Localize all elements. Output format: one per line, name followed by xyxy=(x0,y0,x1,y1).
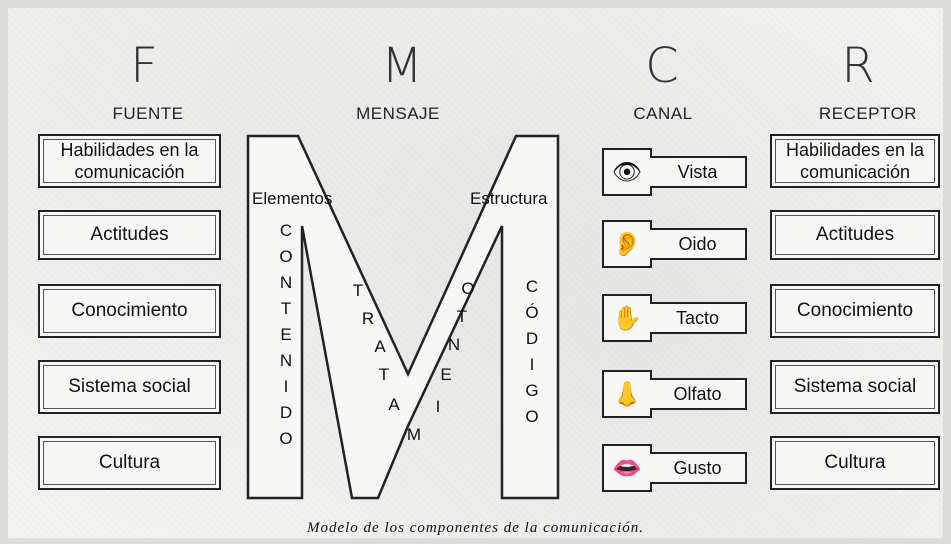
figure-caption: Modelo de los componentes de la comunica… xyxy=(306,520,644,536)
fuente-label-habilidades: Habilidades en la comunicación xyxy=(60,140,199,182)
tratamiento-letter: N xyxy=(448,335,460,354)
canal-item-oido: 👂Oido xyxy=(602,220,747,268)
receptor-box-cultura: Cultura xyxy=(770,436,940,490)
tratamiento-letter: T xyxy=(457,307,467,326)
contenido-letter: T xyxy=(281,299,291,318)
ear-icon: 👂 xyxy=(602,220,652,268)
receptor-label-habilidades: Habilidades en la comunicación xyxy=(785,140,925,182)
canal-item-olfato: 👃Olfato xyxy=(602,370,747,418)
tratamiento-letter: A xyxy=(388,395,400,414)
canal-item-vista: 👁Vista xyxy=(602,148,747,196)
tratamiento-letter: I xyxy=(436,397,441,416)
receptor-label-conocimiento: Conocimiento xyxy=(796,300,914,321)
fuente-box-habilidades: Habilidades en la comunicación xyxy=(38,134,221,188)
header-canal: CANAL xyxy=(633,104,693,123)
contenido-letter: C xyxy=(280,221,292,240)
codigo-letter: Ó xyxy=(525,303,538,322)
fuente-box-sistema-social: Sistema social xyxy=(38,360,221,414)
contenido-letter: N xyxy=(280,351,292,370)
canal-label: Oido xyxy=(650,228,747,260)
canal-label: Tacto xyxy=(650,302,747,334)
codigo-letter: O xyxy=(525,407,538,426)
header-mensaje: MENSAJE xyxy=(356,104,440,123)
receptor-label-cultura: Cultura xyxy=(824,452,886,473)
receptor-label-sistema-social: Sistema social xyxy=(793,376,917,397)
codigo-letter: I xyxy=(530,355,535,374)
tratamiento-letter: M xyxy=(407,425,421,444)
header-receptor: RECEPTOR xyxy=(818,104,918,123)
receptor-box-conocimiento: Conocimiento xyxy=(770,284,940,338)
contenido-letter: N xyxy=(280,273,292,292)
fuente-box-actitudes: Actitudes xyxy=(38,210,221,260)
contenido-letter: O xyxy=(279,429,292,448)
fuente-label-conocimiento: Conocimiento xyxy=(71,300,188,321)
header-fuente: FUENTE xyxy=(112,104,184,123)
canal-item-gusto: 👄Gusto xyxy=(602,444,747,492)
letter-f: F xyxy=(130,38,158,94)
contenido-letter: D xyxy=(280,403,292,422)
receptor-label-actitudes: Actitudes xyxy=(815,224,895,245)
fuente-box-conocimiento: Conocimiento xyxy=(38,284,221,338)
letter-c: C xyxy=(645,38,679,94)
canal-item-tacto: ✋Tacto xyxy=(602,294,747,342)
canal-label: Vista xyxy=(650,156,747,188)
letter-r: R xyxy=(841,38,875,94)
codigo-letter: C xyxy=(526,277,538,296)
fuente-label-sistema-social: Sistema social xyxy=(68,376,191,397)
codigo-letter: D xyxy=(526,329,538,348)
mensaje-elementos: Elementos xyxy=(252,189,332,208)
receptor-box-actitudes: Actitudes xyxy=(770,210,940,260)
fuente-label-cultura: Cultura xyxy=(98,452,161,473)
receptor-box-habilidades: Habilidades en la comunicación xyxy=(770,134,940,188)
canal-label: Olfato xyxy=(650,378,747,410)
tratamiento-letter: E xyxy=(440,365,451,384)
letter-m: M xyxy=(381,38,423,94)
tratamiento-letter: R xyxy=(362,309,374,328)
fuente-box-cultura: Cultura xyxy=(38,436,221,490)
codigo-letter: G xyxy=(525,381,538,400)
mensaje-estructura: Estructura xyxy=(470,189,548,208)
tratamiento-letter: T xyxy=(379,365,389,384)
fuente-label-actitudes: Actitudes xyxy=(90,224,169,245)
tratamiento-letter: O xyxy=(461,279,474,298)
eye-icon: 👁 xyxy=(602,148,652,196)
contenido-letter: I xyxy=(284,377,289,396)
tratamiento-letter: T xyxy=(353,281,363,300)
contenido-letter: O xyxy=(279,247,292,266)
nose-icon: 👃 xyxy=(602,370,652,418)
mouth-icon: 👄 xyxy=(602,444,652,492)
tratamiento-letter: A xyxy=(374,337,386,356)
canal-label: Gusto xyxy=(650,452,747,484)
receptor-box-sistema-social: Sistema social xyxy=(770,360,940,414)
hand-icon: ✋ xyxy=(602,294,652,342)
contenido-letter: E xyxy=(280,325,291,344)
diagram-page: F M C R FUENTE MENSAJE CANAL RECEPTOR Ha… xyxy=(8,8,943,538)
